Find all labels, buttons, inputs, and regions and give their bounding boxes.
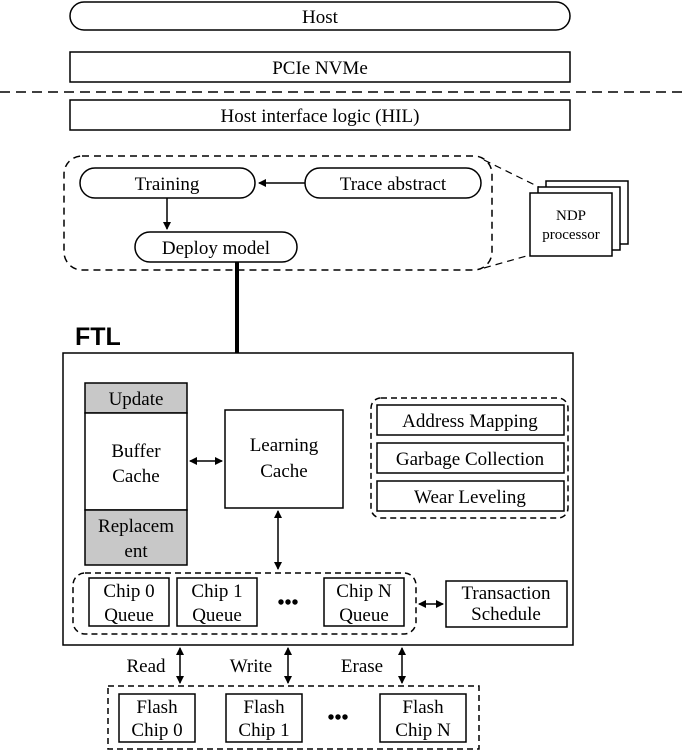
flash-chipn-label-1: Flash [402, 697, 444, 718]
hil-block: Host interface logic (HIL) [69, 99, 571, 131]
ndp-processor-label-1: NDP [556, 208, 586, 224]
host-label: Host [302, 7, 339, 28]
flash-chip0-label-1: Flash [136, 697, 178, 718]
transaction-schedule-block: Transaction Schedule [445, 580, 568, 628]
replacement-label-1: Replacem [98, 516, 174, 537]
ftl-functions-group: Address Mapping Garbage Collection Wear … [370, 397, 569, 519]
flash-chip1-label-2: Chip 1 [238, 720, 289, 741]
ftl-title: FTL [75, 323, 121, 351]
chip-queues-group: Chip 0 Queue Chip 1 Queue ••• Chip N Que… [72, 572, 417, 635]
ndp-processor-label-2: processor [542, 227, 599, 243]
trace-abstract-label: Trace abstract [340, 174, 447, 195]
replacement-label-2: ent [124, 541, 148, 562]
training-label: Training [135, 174, 200, 195]
ndp-group: Training Trace abstract Deploy model [63, 155, 546, 271]
read-label: Read [126, 656, 166, 677]
deploy-model-label: Deploy model [162, 238, 270, 259]
address-mapping-label: Address Mapping [402, 411, 538, 432]
chip0-queue-label-2: Queue [104, 605, 154, 626]
chipn-queue-label-2: Queue [339, 605, 389, 626]
ndp-processor-stack: NDP processor [529, 180, 629, 257]
queue-ellipsis: ••• [277, 592, 298, 614]
training-block: Training [79, 167, 256, 199]
transaction-schedule-label-2: Schedule [471, 604, 541, 625]
trace-abstract-block: Trace abstract [304, 167, 482, 199]
flash-chip0-label-2: Chip 0 [131, 720, 182, 741]
flash-ellipsis: ••• [327, 707, 348, 729]
garbage-collection-label: Garbage Collection [396, 449, 545, 470]
write-label: Write [230, 656, 273, 677]
hil-label: Host interface logic (HIL) [221, 106, 420, 127]
wear-leveling-label: Wear Leveling [414, 487, 526, 508]
chipn-queue-label-1: Chip N [336, 581, 392, 602]
transaction-schedule-label-1: Transaction [461, 583, 551, 604]
flash-chips-group: Flash Chip 0 Flash Chip 1 ••• Flash Chip… [107, 685, 480, 750]
update-label: Update [109, 389, 164, 410]
flash-chip1-label-1: Flash [243, 697, 285, 718]
host-block: Host [69, 1, 571, 31]
learning-cache-block: Learning Cache [224, 409, 344, 509]
learning-cache-label-1: Learning [250, 435, 319, 456]
erase-label: Erase [341, 656, 383, 677]
pcie-label: PCIe NVMe [272, 58, 368, 79]
pcie-block: PCIe NVMe [69, 51, 571, 83]
chip1-queue-label-1: Chip 1 [191, 581, 242, 602]
chip0-queue-label-1: Chip 0 [103, 581, 154, 602]
deploy-model-block: Deploy model [134, 231, 298, 263]
chip1-queue-label-2: Queue [192, 605, 242, 626]
flash-chipn-label-2: Chip N [395, 720, 451, 741]
learning-cache-label-2: Cache [260, 461, 307, 482]
buffer-cache-column: Update Buffer Cache Replacem ent [84, 382, 188, 566]
buffer-cache-label-2: Cache [112, 466, 159, 487]
buffer-cache-label-1: Buffer [111, 441, 161, 462]
